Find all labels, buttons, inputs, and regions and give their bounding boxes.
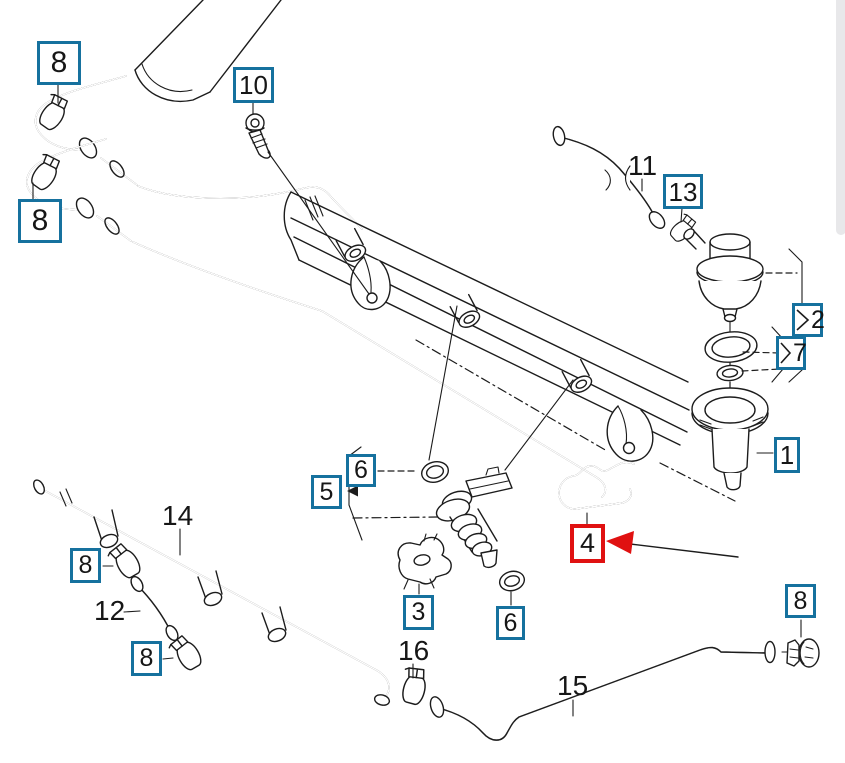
callout-label: 7	[793, 338, 807, 367]
callout-label: 5	[319, 477, 334, 506]
return-hose-15	[396, 619, 820, 741]
callout-box-8-top-left-upper[interactable]: 8	[37, 41, 81, 85]
callout-box-2[interactable]: 2	[792, 303, 825, 337]
hose-clamp-8-icon	[33, 90, 73, 134]
callout-label: 4	[579, 528, 596, 558]
callout-12[interactable]: 12	[94, 595, 126, 626]
bolt-10	[245, 102, 370, 295]
callout-box-4-highlighted[interactable]: 4	[570, 524, 605, 563]
callout-14[interactable]: 14	[162, 500, 194, 531]
callout-box-8-top-left-lower[interactable]: 8	[18, 199, 62, 243]
callout-box-1[interactable]: 1	[774, 437, 800, 473]
hose-clamp-13-icon	[665, 211, 700, 245]
retaining-clip-3	[397, 533, 452, 595]
callout-label: 6	[354, 456, 368, 484]
fuel-rail	[283, 191, 690, 462]
supply-hoses-top-left	[25, 0, 282, 242]
bracket-chevron-icon	[796, 309, 810, 331]
lower-rail-14	[32, 479, 391, 706]
securing-clip-4	[558, 461, 635, 525]
bracket-chevron-icon	[780, 342, 792, 364]
pressure-regulator-assembly	[665, 207, 798, 392]
callout-16[interactable]: 16	[398, 635, 430, 666]
callout-box-6-lower[interactable]: 6	[496, 606, 525, 640]
injector-assembly	[347, 305, 574, 606]
hose-clamp-8-end-icon	[786, 638, 820, 668]
callout-box-7[interactable]: 7	[776, 336, 807, 370]
callout-label: 1	[779, 440, 795, 470]
callout-label: 13	[668, 176, 698, 207]
callout-15[interactable]: 15	[557, 670, 589, 701]
callout-box-8-lower-left[interactable]: 8	[131, 641, 162, 676]
callout-label: 2	[811, 305, 825, 334]
callout-box-10[interactable]: 10	[233, 67, 274, 103]
callout-box-8-mid-left[interactable]: 8	[70, 548, 101, 583]
scrollbar-remnant	[836, 0, 845, 235]
hose-11	[552, 125, 666, 229]
callout-box-3[interactable]: 3	[403, 595, 434, 630]
callout-label: 10	[239, 70, 268, 100]
callout-label: 8	[31, 204, 49, 237]
callout-label: 6	[503, 608, 518, 637]
red-pointer-arrow	[606, 531, 739, 558]
seal-rings-7	[704, 331, 781, 382]
callout-label: 8	[793, 586, 808, 615]
callout-box-13[interactable]: 13	[663, 174, 703, 209]
injector-cup-1	[659, 387, 774, 502]
callout-11[interactable]: 11	[628, 150, 658, 181]
hose-clamp-8-icon	[25, 150, 65, 194]
callout-label: 3	[411, 598, 426, 626]
callout-box-8-bottom-right[interactable]: 8	[785, 584, 816, 618]
callout-box-6-upper[interactable]: 6	[346, 454, 376, 487]
callout-box-5[interactable]: 5	[311, 475, 342, 509]
callout-label: 8	[50, 46, 68, 79]
fuel-pipes	[132, 185, 607, 498]
callout-label: 8	[78, 551, 93, 579]
hose-clamp-16-icon	[396, 664, 431, 707]
callout-label: 8	[139, 644, 154, 672]
